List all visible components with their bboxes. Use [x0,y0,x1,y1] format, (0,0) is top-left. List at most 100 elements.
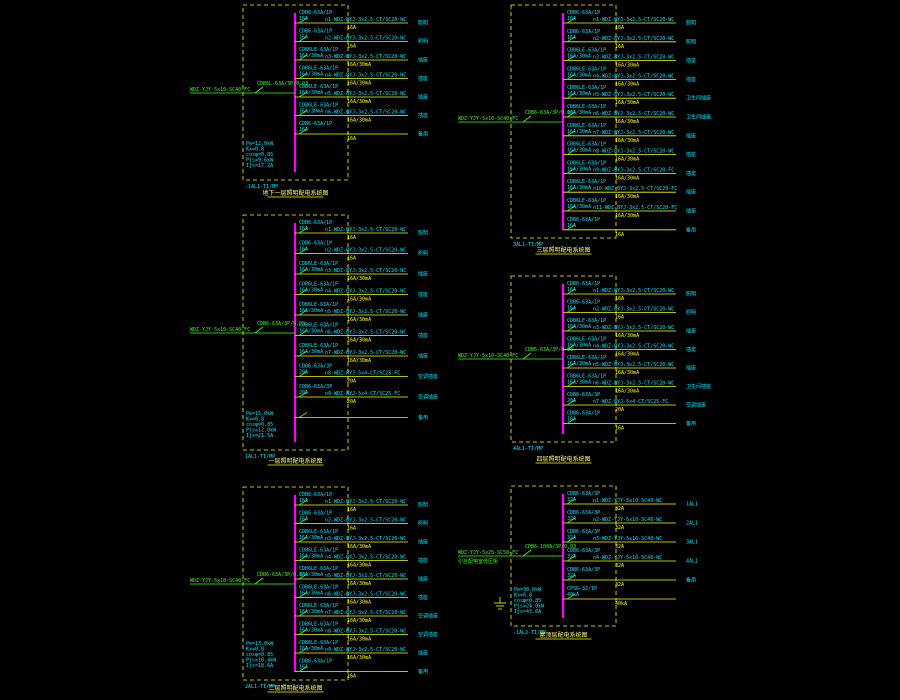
breaker-symbol [566,418,576,424]
breaker-symbol [566,344,576,350]
breaker-rating: 32A [567,573,576,579]
circuit-current: 16A/30mA [615,63,639,69]
feeder-spec: WDZ-YJY-5x25-SC50-FC [458,550,518,556]
circuit-row: CDB6LE-63A/1P 16A/30mA n4-WDZ-BYJ-3x2.5-CT… [563,337,696,358]
circuit-load: 4AL1 [686,559,698,565]
breaker-symbol [566,55,576,61]
breaker-model: CDB6LE-63A/1P [567,85,606,91]
panel-parameter: cosφ=0.85 [246,152,273,158]
breaker-rating: 16A/30mA [299,572,323,578]
breaker-model: CDB6LE-63A/1P [567,374,606,380]
circuit-current: 16A [615,426,624,432]
panel-parameter: Kx=0.8 [246,417,264,423]
circuit-load: 卫生间插座 [686,114,711,121]
cable-spec: n2-WDZ-BYJ-3x2.5-CT/SC20-WC [593,36,674,42]
breaker-symbol [298,412,308,418]
breaker-symbol [298,268,308,275]
main-breaker-symbol [254,86,264,94]
circuit-current: 16A/30mA [615,213,639,219]
breaker-symbol [298,371,308,377]
panel-parameter: Kx=0.8 [246,147,264,153]
panel-parameter: Pjs=9.6kW [246,158,274,164]
breaker-rating: 20A [567,398,576,404]
breaker-model: CDB6-63A/1P [567,10,600,16]
circuit-current: 16A [615,44,624,50]
breaker-rating: 32A [567,554,576,560]
main-breaker-spec: CDB6L-63A/3P/0.03 [257,81,308,87]
panel-parameter: cosφ=0.85 [246,422,273,428]
circuit-current: 16A/30mA [615,194,639,200]
breaker-symbol [298,666,308,672]
breaker-symbol [298,73,308,79]
panel-parameter: Pe=30.0kW [514,587,542,593]
breaker-rating: 16A/30mA [567,72,591,78]
breaker-model: CDB6LE-63A/1P [567,355,606,361]
circuit-load: 插座 [418,94,428,101]
cable-spec: n1-WDZ-BYJ-3x2.5-CT/SC20-WC [593,17,674,23]
circuit-current: 16A/30mA [347,618,371,624]
panel-parameter: Pjs=12.0kW [246,428,277,434]
circuit-current: 40kA [615,601,627,607]
circuit-load: 照明 [418,21,428,27]
circuit-load: 插座 [418,539,428,546]
breaker-rating: 16A/30mA [299,554,323,560]
breaker-symbol [566,74,576,80]
circuit-current: 16A/30mA [347,81,371,87]
breaker-model: CDB6-63A/1P [299,121,332,127]
cable-spec: n1-WDZ-BYJ-3x2.5-CT/SC20-WC [325,17,406,23]
cable-spec: n2-WDZ-BYJ-3x2.5-CT/SC20-WC [325,248,406,254]
breaker-rating: 16A/30mA [567,110,591,116]
breaker-rating: 16A/30mA [299,535,323,541]
feeder-note: 引自配电室低压柜 [458,558,498,565]
breaker-rating: 16A [299,665,308,671]
circuit-current: 16A/30mA [615,389,639,395]
circuit-current: 16A/30mA [347,118,371,124]
breaker-model: CDB6LE-63A/1P [299,548,338,554]
breaker-model: CDB6LE-63A/1P [567,179,606,185]
circuit-current: 16A/30mA [347,544,371,550]
circuit-load: 插座 [686,189,696,196]
panel-5: WDZ-YJY-5x10-SC40-FCCDB6-63A/3P/0.034AL1… [458,275,711,464]
breaker-symbol [298,289,308,295]
breaker-model: CDB6LE-63A/1P [299,302,338,308]
feeder-spec: WDZ-YJY-5x10-SC40-FC [190,578,250,584]
feeder-spec: WDZ-YJY-5x10-SC40-FC [458,116,518,122]
circuit-current: 32A [615,506,624,512]
breaker-symbol [298,573,308,580]
breaker-symbol [298,555,308,561]
breaker-symbol [566,224,576,231]
breaker-model: CDB6LE-63A/1P [299,640,338,646]
circuit-current: 16A [615,25,624,31]
panel-enclosure [242,486,349,681]
circuit-load: 3AL1 [686,540,698,546]
breaker-rating: 16A [299,247,308,253]
cable-spec: n4-WDZ-BYJ-3x2.5-CT/SC20-WC [593,344,674,350]
circuit-current: 16A/30mA [347,276,371,282]
circuit-load: 插座 [418,75,428,82]
breaker-model: CDB6LE-63A/1P [299,66,338,72]
main-breaker-spec: CDB6-63A/3P/0.03 [257,321,305,327]
circuit-current: 16A [347,256,356,262]
circuit-current: 16A/30mA [615,352,639,358]
panel-2: WDZ-YJY-5x10-SC40-FCCDB6-63A/3P/0.03Pe=1… [190,214,438,466]
breaker-symbol [298,91,308,98]
breaker-model: CDB6-63A/3P [299,364,332,370]
breaker-symbol [298,227,308,234]
main-breaker-spec: CDB6-63A/3P/0.03 [257,572,305,578]
breaker-rating: 16A/30mA [299,646,323,652]
panel-parameter: Pe=15.0kW [246,411,274,417]
breaker-model: CDB6LE-63A/1P [567,104,606,110]
breaker-symbol [566,593,576,600]
